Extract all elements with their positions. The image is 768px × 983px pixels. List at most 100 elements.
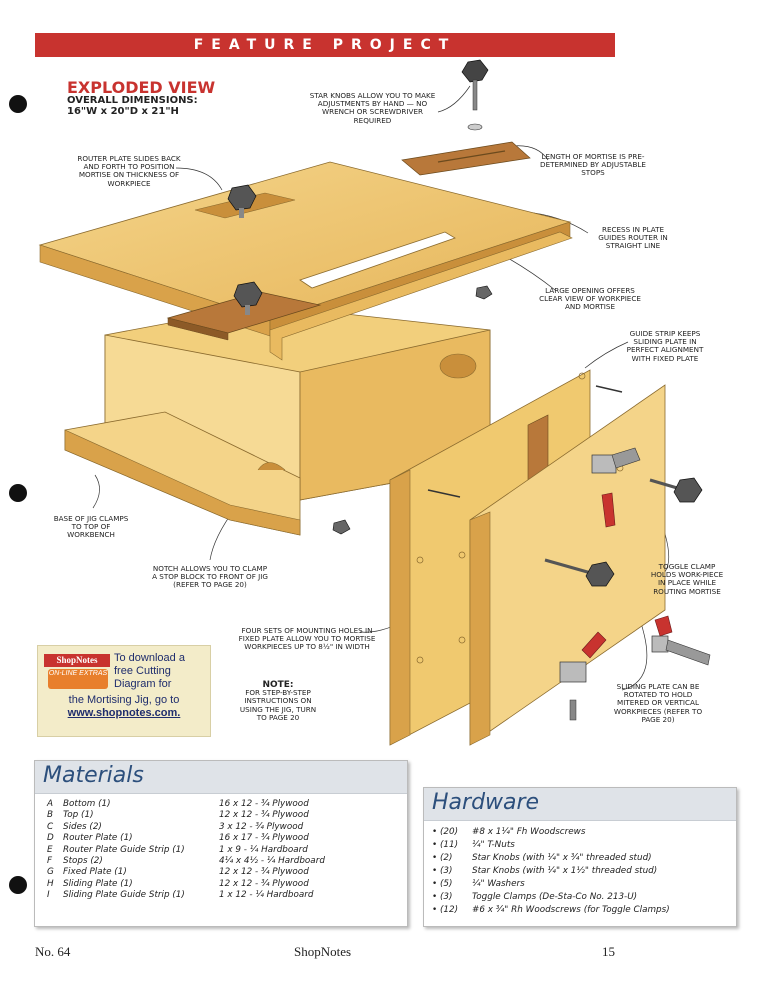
material-letter: B <box>47 810 54 821</box>
material-name: Router Plate (1) <box>63 833 133 844</box>
star-knob-plate <box>227 184 263 315</box>
online-extras-text-b: the Mortising Jig, go to <box>68 694 180 706</box>
callout-length-of-mortise: LENGTH OF MORTISE IS PRE-DETERMINED BY A… <box>540 152 646 178</box>
callout-base-of-jig: BASE OF JIG CLAMPS TO TOP OF WORKBENCH <box>53 514 129 540</box>
toggle-clamp <box>591 447 641 528</box>
hardware-qty: (12) <box>440 905 459 915</box>
exploded-view-title: EXPLODED VIEW <box>67 78 216 97</box>
material-name: Fixed Plate (1) <box>63 867 127 878</box>
front-stop <box>166 291 322 341</box>
hardware-item: • (11) ¼" T-Nuts <box>432 839 515 852</box>
material-letter: D <box>47 833 54 844</box>
star-knob-sliding <box>544 477 703 587</box>
material-letter: E <box>47 844 53 855</box>
bullet-icon: • <box>432 905 440 915</box>
footer-magazine: ShopNotes <box>294 944 352 959</box>
material-spec: 16 x 12 - ¾ Plywood <box>219 799 309 809</box>
hardware-qty: (2) <box>440 853 453 863</box>
footer-issue: No. 64 <box>35 944 71 959</box>
binder-hole <box>9 484 27 502</box>
hardware-item: • (20)#8 x 1¼" Fh Woodscrews <box>432 826 585 839</box>
online-extras-box: ShopNotes ON-LINE EXTRAS To download a f… <box>37 645 211 737</box>
material-name: Bottom (1) <box>63 799 111 809</box>
hardware-title: Hardware <box>432 790 540 815</box>
material-spec: 1 x 12 - ¼ Hardboard <box>219 890 314 901</box>
hardware-desc: #8 x 1¼" Fh Woodscrews <box>472 827 586 837</box>
footer-page-number: 15 <box>602 944 615 959</box>
star-knob-top <box>461 59 489 131</box>
bullet-icon: • <box>432 879 440 889</box>
toggle-clamp <box>559 631 607 721</box>
t-nut <box>475 285 493 300</box>
hardware-desc: ¼" T-Nuts <box>472 840 515 850</box>
material-letter: C <box>47 821 54 832</box>
materials-title: Materials <box>43 763 144 788</box>
material-spec: 3 x 12 - ¾ Plywood <box>219 821 304 832</box>
callout-recess-in-plate: RECESS IN PLATE GUIDES ROUTER IN STRAIGH… <box>598 225 668 251</box>
hardware-item: • (12) #6 x ¾" Rh Woodscrews (for Toggle … <box>432 904 670 917</box>
callout-star-knobs: STAR KNOBS ALLOW YOU TO MAKE ADJUSTMENTS… <box>309 91 436 125</box>
toggle-clamp-loose <box>651 615 711 666</box>
note-title: NOTE: <box>262 680 294 690</box>
hardware-qty: (5) <box>440 879 453 889</box>
bullet-icon: • <box>432 840 440 850</box>
hardware-panel: Hardware • (20) #8 x 1¼" Fh Woodscrews • (… <box>423 787 737 927</box>
feature-project-banner: FEATURE PROJECT <box>35 33 615 57</box>
overall-dimensions: OVERALL DIMENSIONS: 16"W x 20"D x 21"H <box>67 95 198 117</box>
router-plate-guide-strip <box>269 231 573 361</box>
hardware-item: • (2)Star Knobs (with ¼" x ¾" threaded s… <box>432 852 652 865</box>
material-spec: 16 x 17 - ¾ Plywood <box>219 833 309 844</box>
callout-guide-strip: GUIDE STRIP KEEPS SLIDING PLATE IN PERFE… <box>626 329 704 363</box>
hardware-header: Hardware <box>424 788 736 821</box>
material-spec: 4¼ x 4½ - ¼ Hardboard <box>219 856 325 867</box>
material-spec: 1 x 9 - ¼ Hardboard <box>219 844 308 855</box>
callout-sliding-plate: SLIDING PLATE CAN BE ROTATED TO HOLD MIT… <box>613 682 703 724</box>
hardware-qty: (20) <box>440 827 459 837</box>
material-spec: 12 x 12 - ¾ Plywood <box>219 867 309 878</box>
hardware-desc: Star Knobs (with ¼" x 1½" threaded stud) <box>472 866 658 876</box>
online-extras-badge: ON-LINE EXTRAS <box>48 669 108 689</box>
hardware-desc: ¼" Washers <box>472 879 525 889</box>
note-body: FOR STEP-BY-STEP INSTRUCTIONS ON USING T… <box>239 688 317 722</box>
material-name: Router Plate Guide Strip (1) <box>63 844 185 855</box>
hardware-desc: Star Knobs (with ¼" x ¾" threaded stud) <box>472 853 652 863</box>
material-letter: A <box>47 799 54 809</box>
t-nut <box>332 519 351 535</box>
online-extras-text: To download a free Cutting Diagram for <box>114 652 185 690</box>
material-name: Sides (2) <box>63 821 102 832</box>
bullet-icon: • <box>432 892 440 902</box>
callout-four-sets-holes: FOUR SETS OF MOUNTING HOLES IN FIXED PLA… <box>238 626 376 652</box>
material-letter: F <box>47 856 53 867</box>
material-spec: 12 x 12 - ¾ Plywood <box>219 810 309 821</box>
callout-toggle-clamp: TOGGLE CLAMP HOLDS WORK-PIECE IN PLACE W… <box>650 562 724 596</box>
note: NOTE: FOR STEP-BY-STEP INSTRUCTIONS ON U… <box>235 680 321 722</box>
woodscrew <box>595 385 623 393</box>
material-name: Sliding Plate Guide Strip (1) <box>63 890 185 901</box>
shopnotes-url-link[interactable]: www.shopnotes.com. <box>67 707 181 719</box>
hardware-item: • (3)Star Knobs (with ¼" x 1½" threaded … <box>432 865 657 878</box>
rear-stop <box>401 141 531 176</box>
materials-names: Bottom (1)Top (1)Sides (2)Router Plate (… <box>63 799 223 902</box>
dimensions-value: 16"W x 20"D x 21"H <box>67 106 179 117</box>
dimensions-label: OVERALL DIMENSIONS: <box>67 95 198 106</box>
materials-header: Materials <box>35 761 407 794</box>
material-letter: G <box>47 867 54 878</box>
hardware-desc: Toggle Clamps (De-Sta-Co No. 213-U) <box>472 892 638 902</box>
jig-bottom-plate <box>64 411 301 536</box>
hardware-item: • (3) Toggle Clamps (De-Sta-Co No. 213-U) <box>432 891 637 904</box>
material-spec: 12 x 12 - ¾ Plywood <box>219 878 309 889</box>
binder-hole <box>9 95 27 113</box>
hardware-qty: (3) <box>440 892 453 902</box>
hardware-qty: (11) <box>440 840 459 850</box>
material-letter: I <box>47 890 50 901</box>
hardware-item: • (5) ¼" Washers <box>432 878 525 891</box>
online-extras-text-2: the Mortising Jig, go to www.shopnotes.c… <box>42 694 206 720</box>
material-letter: H <box>47 878 54 889</box>
woodscrew <box>427 489 461 498</box>
hardware-desc: #6 x ¾" Rh Woodscrews (for Toggle Clamps… <box>472 905 670 915</box>
